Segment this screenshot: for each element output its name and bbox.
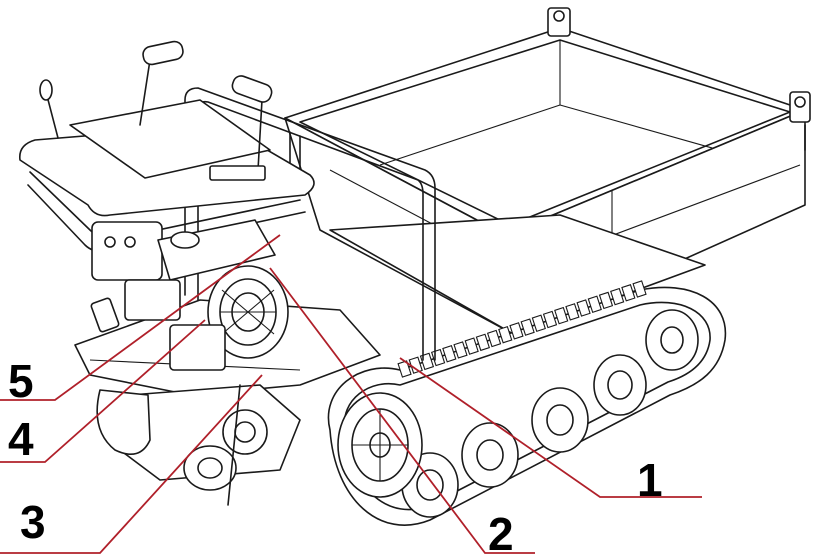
dump-bed (284, 7, 811, 336)
engine (90, 219, 289, 371)
track-tread (464, 337, 479, 355)
track-tread (610, 287, 625, 306)
track-tread (587, 295, 602, 313)
track-tread (531, 314, 546, 333)
track-tread (520, 318, 535, 336)
track-tread (509, 322, 524, 340)
leader-lines (0, 234, 702, 554)
callout-3: 3 (20, 496, 46, 548)
track-tread (554, 306, 569, 325)
track-tread (632, 280, 647, 298)
road-wheels (401, 309, 699, 518)
track-tread (397, 360, 412, 378)
drive-sprocket (337, 392, 423, 498)
track-tread (565, 303, 580, 321)
track-tread (621, 284, 636, 302)
track-tread (475, 333, 491, 352)
callout-2: 2 (488, 508, 514, 558)
track-tread (453, 341, 468, 359)
track-tread (542, 310, 558, 329)
track-tread (576, 299, 591, 317)
track-tread (486, 329, 502, 348)
crawler-track (327, 280, 727, 526)
callout-5: 5 (8, 355, 34, 407)
recoil-starter (207, 265, 289, 359)
track-tread (598, 291, 614, 310)
track-tread (442, 345, 457, 363)
callout-1: 1 (637, 454, 663, 506)
track-tread (498, 325, 513, 344)
callout-4: 4 (8, 413, 34, 465)
control-handlebar (18, 40, 315, 254)
